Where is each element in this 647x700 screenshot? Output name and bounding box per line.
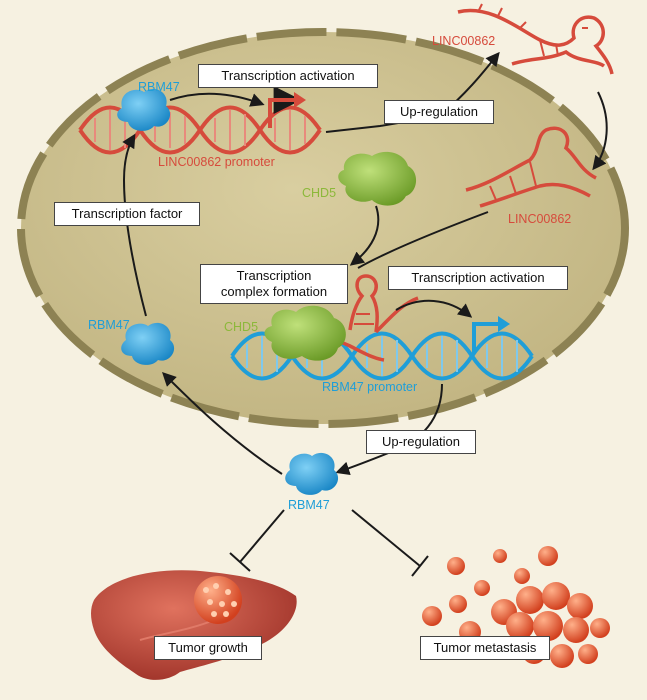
transcription-activation-top-box: Transcription activation [198,64,378,88]
up-regulation-top-box: Up-regulation [384,100,494,124]
liver-icon [91,570,297,680]
tumor-growth-box: Tumor growth [154,636,262,660]
rbm47-label-bottom: RBM47 [288,498,330,512]
complex-formation-box: Transcription complex formation [200,264,348,304]
linc00862-label-mid: LINC00862 [508,212,572,226]
transcription-factor-box: Transcription factor [54,202,200,226]
inhibition-bar-icon [229,509,429,577]
transcription-activation-mid-box: Transcription activation [388,266,568,290]
chd5-label-upper: CHD5 [302,186,337,200]
tumor-cells-icon [422,546,610,668]
lncrna-strand-icon [465,126,597,208]
rbm47-protein-icon [121,322,175,365]
chd5-label-lower: CHD5 [224,320,259,334]
complex-line2: complex formation [220,284,328,299]
linc00862-promoter-label: LINC00862 promoter [158,155,275,169]
rbm47-protein-icon [285,452,339,495]
promoter-arrow-icon [472,322,500,354]
complex-line1: Transcription [236,268,312,283]
lncrna-strand-icon [348,274,419,334]
lncrna-strand-icon [457,3,614,75]
chd5-protein-icon [338,151,417,206]
tumor-metastasis-box: Tumor metastasis [420,636,550,660]
rbm47-label-top: RBM47 [138,80,180,94]
rbm47-label-left: RBM47 [88,318,130,332]
rbm47-protein-icon [117,88,171,131]
rbm47-promoter-label: RBM47 promoter [322,380,418,394]
linc00862-label-top: LINC00862 [432,34,496,48]
up-regulation-bottom-box: Up-regulation [366,430,476,454]
chd5-protein-icon [264,305,346,361]
